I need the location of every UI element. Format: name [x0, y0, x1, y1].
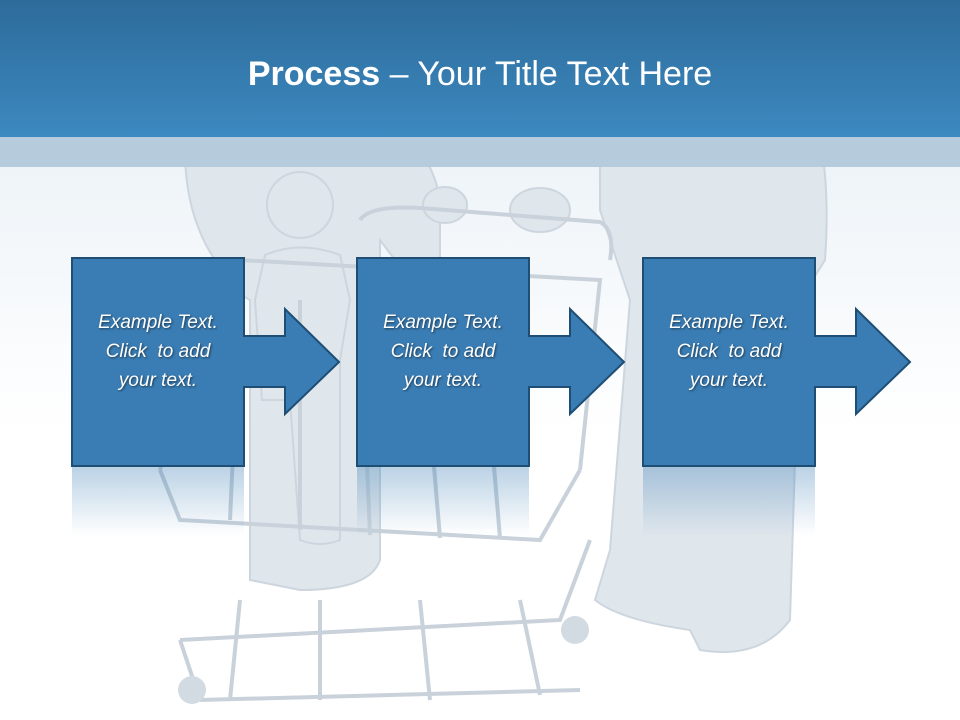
process-step-1[interactable]: Example Text. Click to add your text.: [72, 258, 244, 464]
process-step-3[interactable]: Example Text. Click to add your text.: [643, 258, 815, 464]
reflection-step-3: [643, 466, 815, 536]
process-step-2[interactable]: Example Text. Click to add your text.: [357, 258, 529, 464]
arrow-shape-step-1[interactable]: [71, 257, 341, 467]
step-2-text: Example Text. Click to add your text.: [368, 308, 518, 395]
step-3-line-3: your text.: [689, 369, 769, 391]
arrow-shape-step-2[interactable]: [356, 257, 626, 467]
step-2-line-3: your text.: [403, 369, 483, 391]
title-bar: [0, 0, 960, 137]
title-rest: – Your Title Text Here: [380, 55, 713, 93]
arrow-shape-step-3[interactable]: [642, 257, 912, 467]
step-1-line-2: Click to add: [105, 340, 211, 362]
step-2-line-1: Example Text.: [383, 311, 503, 333]
reflection-step-1: [72, 466, 244, 536]
title-bold: Process: [247, 55, 381, 93]
step-1-text: Example Text. Click to add your text.: [83, 308, 233, 395]
reflection-step-2: [357, 466, 529, 536]
step-1-line-1: Example Text.: [98, 311, 218, 333]
step-3-text: Example Text. Click to add your text.: [654, 308, 804, 395]
step-3-line-1: Example Text.: [669, 311, 789, 333]
step-3-line-2: Click to add: [676, 340, 782, 362]
slide-title[interactable]: Process – Your Title Text Here: [0, 52, 960, 96]
step-2-line-2: Click to add: [390, 340, 496, 362]
title-strip: [0, 137, 960, 167]
step-1-line-3: your text.: [118, 369, 198, 391]
